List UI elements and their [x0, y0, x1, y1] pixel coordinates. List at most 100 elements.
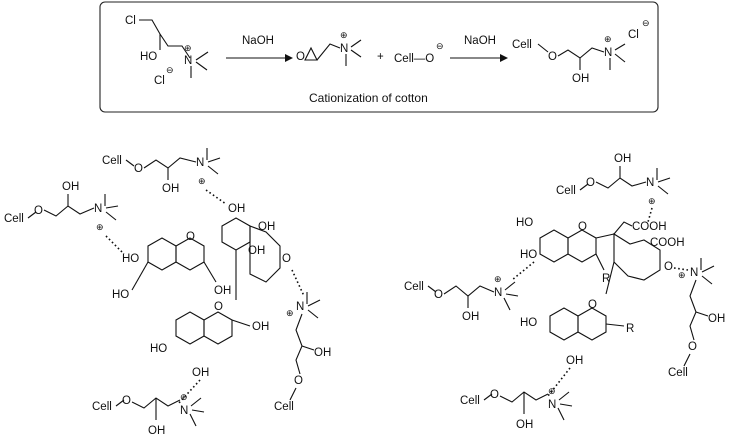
charge-plus: ⊕: [184, 43, 192, 53]
cationic-chain-top: Cell O OH N ⊕: [102, 148, 227, 205]
bond-ch2-cooh: [613, 221, 633, 235]
flavan-unit-upper: O HO HO R: [511, 217, 615, 285]
bond-oh: [301, 345, 315, 351]
label-ring-o: O: [588, 299, 597, 311]
label-oh: OH: [62, 181, 79, 193]
charge-plus: ⊕: [180, 392, 188, 402]
bond: [683, 353, 691, 367]
label-ring-o: O: [214, 301, 223, 313]
bond-methyl-2: [195, 61, 208, 71]
charge-minus: ⊖: [642, 18, 650, 28]
bond-methyl-2: [350, 49, 362, 58]
label-o: O: [434, 289, 443, 301]
label-cell: Cell: [404, 281, 424, 293]
label-oh: OH: [314, 347, 331, 359]
label-oh-right: OH: [258, 221, 275, 233]
bond-methyl-3: [189, 413, 197, 427]
bond-methyl-2: [105, 205, 119, 209]
bond-chain: [557, 47, 605, 59]
h-bond-top: [205, 189, 227, 205]
charge-plus: ⊕: [604, 34, 612, 44]
bond-methyl-1: [614, 43, 626, 51]
label-ho-2: HO: [520, 249, 537, 261]
bond-methyl-3: [503, 297, 511, 311]
bond-methyl-3: [557, 407, 565, 421]
cationization-scheme: Cl HO N ⊕ Cl ⊖ NaOH O N ⊕ +: [99, 1, 659, 113]
label-cell: Cell: [556, 185, 576, 197]
bond-methyl-1: [558, 391, 570, 401]
label-ho-1: HO: [516, 217, 533, 229]
label-cell: Cell: [512, 39, 532, 51]
right-complex: Cell O OH N ⊕ O HO HO R: [404, 153, 725, 431]
label-n: N: [296, 301, 304, 313]
label-oh: OH: [572, 73, 589, 85]
bond-chain: [689, 279, 697, 341]
label-cell: Cell: [92, 401, 112, 413]
tropolone-core: COOH COOH O: [605, 221, 689, 295]
benzotropolone-core: OH OH O OH: [221, 203, 305, 300]
bond-methyl-3: [657, 185, 669, 195]
bond-methyl-3: [207, 165, 219, 175]
label-cell: Cell: [668, 367, 688, 379]
label-n: N: [548, 399, 556, 411]
label-oh: OH: [214, 285, 231, 297]
h-bond-top: [647, 207, 653, 223]
bond-chain: [139, 19, 191, 59]
label-n: N: [690, 267, 698, 279]
bond-ch2-n: [316, 43, 341, 61]
label-o: O: [688, 341, 697, 353]
flavan-unit-lower: O HO OH R: [520, 299, 634, 397]
flavan-unit-upper: O HO HO OH: [112, 231, 231, 301]
label-cell: Cell: [4, 213, 24, 225]
charge-plus: ⊕: [340, 30, 348, 40]
product-cationic-cellulose: Cell O OH N ⊕ Cl ⊖: [512, 18, 650, 85]
label-ring-o: O: [578, 221, 587, 233]
charge-plus: ⊕: [678, 270, 686, 280]
cationic-chain-left: Cell O OH N ⊕: [4, 181, 125, 255]
bond-methyl-1: [504, 281, 516, 291]
bond-chain: [295, 313, 303, 375]
h-bond-right: [291, 269, 305, 297]
label-carbonyl-o: O: [282, 253, 291, 265]
bond: [125, 159, 135, 167]
label-ho-1: HO: [122, 253, 139, 265]
benzo-ring: [221, 217, 251, 251]
charge-plus: ⊕: [96, 222, 104, 232]
cationic-chain-right: ⊕ N OH O Cell: [668, 258, 725, 379]
ring-c: [203, 311, 233, 345]
bond: [579, 183, 589, 191]
label-oh-mid: OH: [248, 245, 265, 257]
label-oh-5: OH: [192, 367, 209, 379]
label-cell-alkoxide: Cell—O: [394, 53, 434, 65]
bond-3-oh: [203, 261, 217, 283]
label-cell: Cell: [274, 401, 294, 413]
label-ho: HO: [140, 51, 157, 63]
label-ho-7: HO: [520, 317, 537, 329]
label-n: N: [604, 47, 612, 59]
tropolone-ring: [249, 225, 281, 283]
label-oh-top: OH: [228, 203, 245, 215]
label-cooh-2: COOH: [650, 237, 685, 249]
label-n: N: [94, 203, 102, 215]
ring-a: [539, 229, 569, 263]
label-cell: Cell: [460, 395, 480, 407]
charge-plus: ⊕: [286, 308, 294, 318]
label-n: N: [646, 177, 654, 189]
label-o: O: [122, 395, 131, 407]
ring-a: [549, 307, 579, 341]
charge-plus: ⊕: [494, 274, 502, 284]
charge-plus: ⊕: [648, 196, 656, 206]
cationic-chain-right: N ⊕ OH O Cell: [274, 292, 331, 413]
cationic-chain-left: Cell O OH N ⊕: [404, 274, 519, 323]
bond: [115, 399, 125, 407]
plus-sign: +: [377, 51, 384, 63]
reagent-naoh-2: NaOH: [464, 35, 496, 47]
label-oh-5: OH: [566, 355, 583, 367]
label-o: O: [294, 375, 303, 387]
bond-methyl-2: [701, 265, 715, 273]
label-ho-7: HO: [150, 343, 167, 355]
label-oh: OH: [516, 419, 533, 431]
label-epoxide-o: O: [296, 51, 305, 63]
bond-chain: [43, 205, 95, 217]
